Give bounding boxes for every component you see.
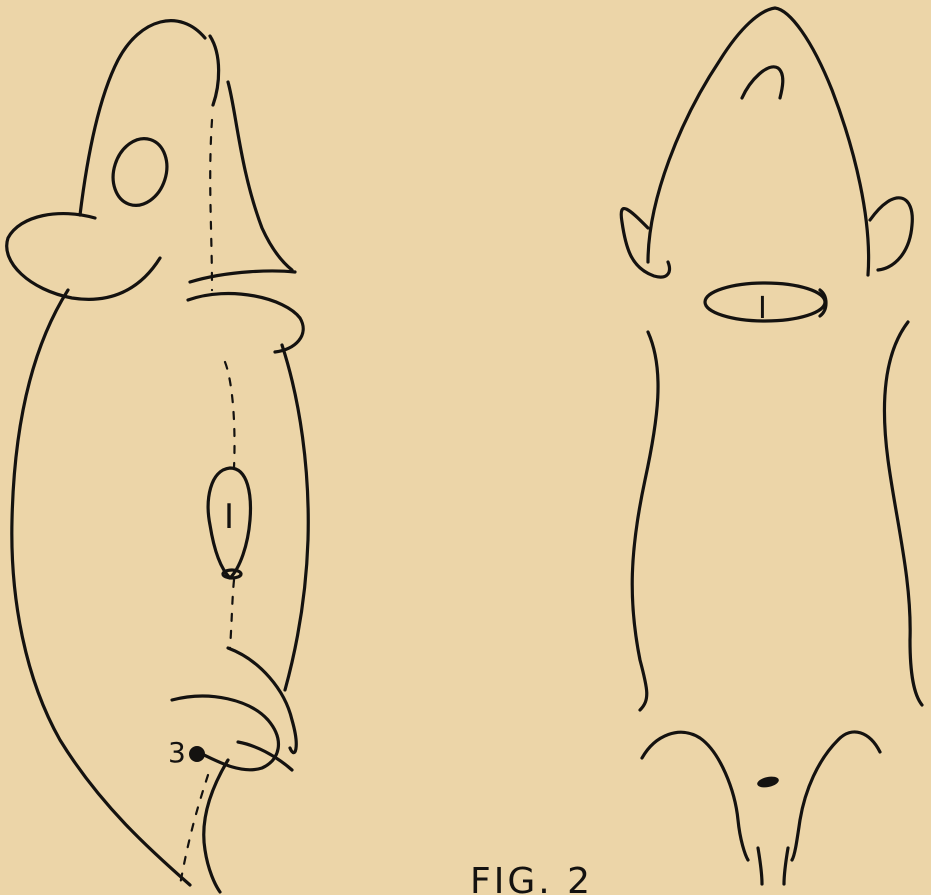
rat-lateral-wound-label: I	[224, 497, 234, 537]
rat-ventral-left-hindleg	[642, 732, 748, 860]
rat-ventral-head-outline	[648, 8, 869, 275]
rat-ventral-view: I	[621, 8, 922, 884]
rat-ventral-mouth	[742, 67, 783, 98]
rat-lateral-dorsal-midline-lower	[225, 362, 235, 468]
rat-lateral-head-outline	[80, 21, 205, 215]
rat-ventral-right-ear	[870, 198, 912, 270]
rat-ventral-left-side	[632, 332, 658, 710]
rat-ventral-tail-right	[784, 848, 788, 884]
rat-ventral-right-hindleg	[792, 732, 880, 860]
rat-lateral-ear	[7, 214, 160, 300]
rat-ventral-anus-dot	[756, 775, 780, 789]
rat-lateral-snout	[210, 36, 219, 105]
rat-lateral-back-outline	[12, 290, 190, 885]
rat-lateral-view: I 3	[7, 21, 309, 892]
rat-ventral-left-ear	[621, 209, 669, 277]
rat-ventral-tail-left	[758, 848, 762, 884]
rat-lateral-forelimb-fold	[188, 293, 303, 352]
rat-lateral-forelimb	[190, 271, 295, 282]
rat-lateral-eye	[105, 132, 175, 213]
rat-lateral-dorsal-midline	[210, 120, 212, 290]
rat-ventral-wound-label: I	[758, 291, 767, 326]
rat-ventral-right-side	[884, 322, 922, 705]
rat-lateral-jaw	[228, 82, 292, 270]
rat-lateral-site-label: 3	[168, 736, 186, 769]
figure-caption: FIG. 2	[470, 861, 593, 895]
rat-lateral-belly-outline	[282, 345, 308, 690]
rat-lateral-dorsal-midline-tail	[230, 580, 234, 648]
rat-lateral-site-dot	[189, 746, 205, 762]
rat-lateral-hindfoot	[172, 696, 278, 770]
